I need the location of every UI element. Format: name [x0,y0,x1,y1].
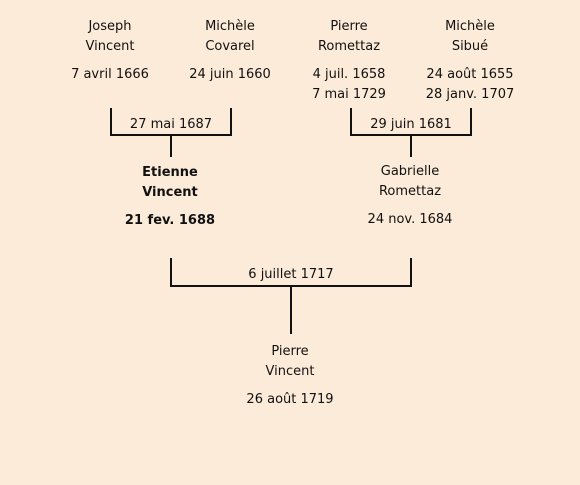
bracket-left-horizontal [110,134,232,136]
birth-date: 4 juil. 1658 [312,67,386,82]
person-joseph-vincent: Joseph Vincent 7 avril 1666 [60,17,160,85]
bracket-parents-vertical-right [410,258,412,287]
birth-date: 21 fev. 1688 [124,213,216,228]
birth-date: 24 août 1655 [426,67,514,82]
bracket-parents-horizontal [170,285,412,287]
bracket-right-vertical-right [470,108,472,136]
person-gabrielle-romettaz: Gabrielle Romettaz 24 nov. 1684 [350,162,470,230]
last-name: Sibué [451,39,489,54]
person-pierre-romettaz: Pierre Romettaz 4 juil. 1658 7 mai 1729 [299,17,399,105]
marriage-date-parents: 6 juillet 1717 [248,267,334,282]
marriage-date-right: 29 juin 1681 [370,117,452,132]
person-etienne-vincent: Etienne Vincent 21 fev. 1688 [110,163,230,231]
bracket-left-stem [170,136,172,157]
bracket-right-stem [410,136,412,157]
birth-date: 26 août 1719 [246,392,334,407]
last-name: Vincent [265,364,315,379]
first-name: Pierre [330,19,368,34]
bracket-right-horizontal [350,134,472,136]
last-name: Vincent [142,185,198,200]
first-name: Joseph [88,19,132,34]
death-date: 28 janv. 1707 [425,87,515,102]
first-name: Michèle [445,19,495,34]
birth-date: 24 nov. 1684 [367,212,453,227]
marriage-date-left: 27 mai 1687 [129,117,213,132]
death-date: 7 mai 1729 [312,87,386,102]
last-name: Covarel [205,39,255,54]
last-name: Romettaz [378,184,442,199]
birth-date: 24 juin 1660 [189,67,271,82]
last-name: Romettaz [317,39,381,54]
first-name: Pierre [271,344,309,359]
first-name: Gabrielle [380,164,440,179]
person-michele-covarel: Michèle Covarel 24 juin 1660 [180,17,280,85]
bracket-parents-stem [290,287,292,334]
bracket-left-vertical-left [110,108,112,136]
bracket-left-vertical-right [230,108,232,136]
first-name: Etienne [142,165,198,180]
last-name: Vincent [85,39,135,54]
person-michele-sibue: Michèle Sibué 24 août 1655 28 janv. 1707 [420,17,520,105]
person-pierre-vincent: Pierre Vincent 26 août 1719 [230,342,350,410]
birth-date: 7 avril 1666 [71,67,149,82]
bracket-parents-vertical-left [170,258,172,287]
bracket-right-vertical-left [350,108,352,136]
first-name: Michèle [205,19,255,34]
